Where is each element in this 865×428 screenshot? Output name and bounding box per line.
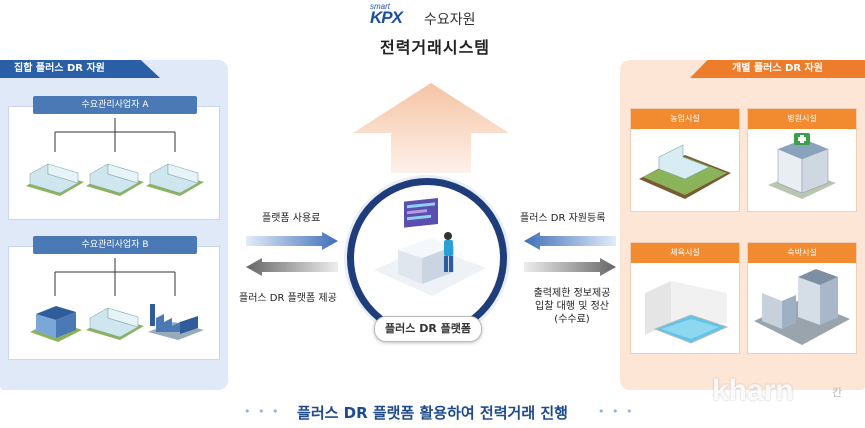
operator-a-box bbox=[8, 106, 220, 220]
apartment-icon bbox=[30, 306, 82, 342]
kpx-logo: smart KPX 수요자원 bbox=[370, 2, 510, 28]
individual-resource-title: 개별 플러스 DR 자원 bbox=[690, 60, 865, 78]
arrow-left-gray bbox=[246, 258, 338, 276]
facility-label: 병원시설 bbox=[748, 109, 856, 129]
greenhouse-icon bbox=[146, 163, 204, 196]
facility-card-sports: 체육시설 bbox=[630, 242, 740, 354]
factory-icon bbox=[148, 304, 204, 340]
greenhouse-icon bbox=[86, 307, 144, 340]
greenhouse-icon bbox=[26, 163, 84, 196]
operator-a-label: 수요관리사업자 A bbox=[33, 96, 197, 114]
services-label: 출력제한 정보제공 입찰 대행 및 정산 (수수료) bbox=[522, 287, 622, 326]
operator-b-label: 수요관리사업자 B bbox=[33, 236, 197, 254]
platform-label: 플러스 DR 플랫폼 bbox=[374, 316, 482, 342]
facility-card-hospital: 병원시설 bbox=[747, 108, 857, 212]
logo-subtitle: 수요자원 bbox=[424, 12, 476, 28]
system-title: 전력거래시스템 bbox=[379, 38, 491, 57]
facility-label: 체육시설 bbox=[631, 243, 739, 263]
greenhouse-icon bbox=[86, 163, 144, 196]
farm-icon bbox=[639, 144, 731, 199]
facility-label: 농업시설 bbox=[631, 109, 739, 129]
aggregate-resource-title: 집합 플러스 DR 자원 bbox=[0, 60, 160, 78]
services-line-2: 입찰 대행 및 정산 bbox=[535, 301, 609, 312]
upward-arrow bbox=[353, 83, 509, 173]
operator-desk-icon bbox=[374, 198, 486, 296]
resource-register-label: 플러스 DR 자원등록 bbox=[520, 213, 606, 224]
watermark-logo: kharn bbox=[712, 374, 794, 407]
operator-b-tree bbox=[30, 258, 204, 342]
logo-smart-text: smart bbox=[370, 2, 390, 11]
arrow-right-gray bbox=[524, 258, 616, 276]
pool-icon bbox=[645, 281, 729, 344]
platform-fee-label: 플랫폼 사용료 bbox=[262, 213, 321, 224]
footer-caption: 플러스 DR 플랫폼 활용하여 전력거래 진행 bbox=[297, 404, 568, 422]
footer-dots-left: • • • bbox=[244, 405, 281, 418]
platform-provide-label: 플러스 DR 플랫폼 제공 bbox=[239, 293, 337, 304]
services-line-1: 출력제한 정보제공 bbox=[533, 288, 611, 299]
facility-label: 숙박시설 bbox=[748, 243, 856, 263]
operator-b-box bbox=[8, 246, 220, 360]
arrow-left-blue bbox=[524, 232, 616, 250]
hotel-icon bbox=[754, 269, 850, 345]
arrow-right-blue bbox=[246, 232, 338, 250]
watermark-suffix: 칸 bbox=[832, 386, 843, 399]
logo-kpx-text: KPX bbox=[370, 8, 403, 27]
hospital-icon bbox=[768, 133, 836, 199]
services-line-3: (수수료) bbox=[554, 314, 590, 325]
operator-a-tree bbox=[26, 118, 204, 196]
facility-card-lodging: 숙박시설 bbox=[747, 242, 857, 354]
facility-card-farm: 농업시설 bbox=[630, 108, 740, 212]
footer-dots-right: • • • bbox=[598, 405, 635, 418]
